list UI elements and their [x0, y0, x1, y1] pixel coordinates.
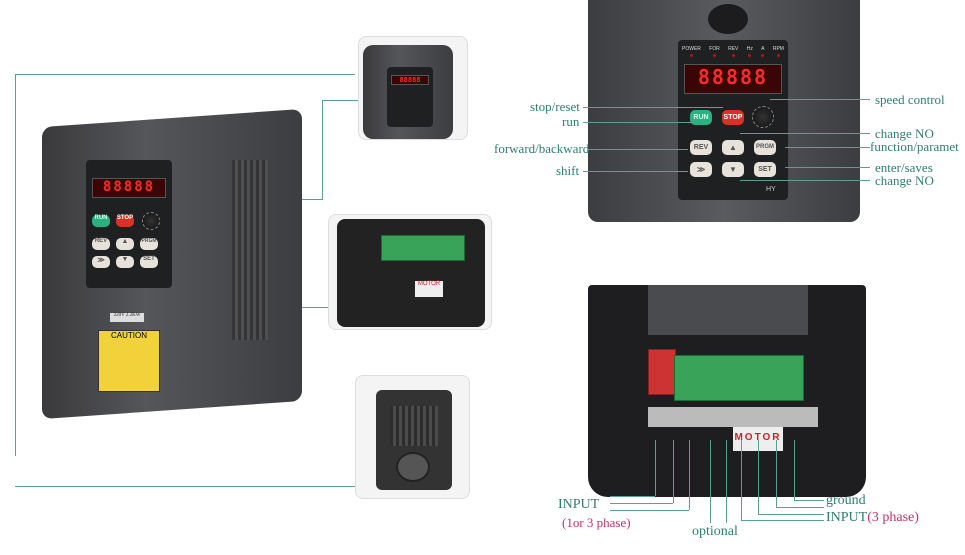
- connector-line: [583, 122, 693, 123]
- thumbnail-display: 88888: [391, 75, 429, 85]
- closeup-panel: POWER FOR REV Hz A RPM 88888 RUN STOP RE…: [678, 40, 788, 200]
- connector-line: [583, 171, 688, 172]
- relay: [648, 349, 676, 395]
- closeup-display: 88888: [684, 64, 782, 94]
- connector-line: [610, 503, 673, 504]
- callout-forward-backward: forward/backward: [494, 141, 590, 156]
- side-vents: [232, 160, 268, 340]
- terminal-closeup: MOTOR: [588, 285, 866, 497]
- indicator-hz: Hz: [747, 46, 753, 57]
- connector-line: [776, 507, 824, 508]
- connector-line: [785, 147, 870, 148]
- connector-line: [794, 440, 795, 500]
- rev-button[interactable]: REV: [92, 238, 110, 250]
- connector-line: [758, 514, 824, 515]
- bottom-vents: [390, 406, 438, 446]
- caution-label: CAUTION: [98, 330, 160, 392]
- closeup-prgm-button[interactable]: PRGM: [754, 140, 776, 155]
- callout-function-parameter: function/paramet: [870, 139, 959, 154]
- led-display: 88888: [92, 178, 166, 198]
- connector-line: [610, 510, 689, 511]
- connector-line: [15, 74, 355, 75]
- callout-run: run: [562, 114, 580, 129]
- thumbnail-panel: 88888: [387, 67, 433, 127]
- closeup-speed-knob[interactable]: [752, 106, 774, 128]
- connector-line: [770, 99, 870, 100]
- callout-ground: ground: [826, 493, 866, 508]
- power-terminal-block: [648, 407, 818, 427]
- indicator-power: POWER: [682, 46, 701, 57]
- callout-enter-saves: enter/saves: [875, 160, 933, 175]
- closeup-shift-button[interactable]: ≫: [690, 162, 712, 177]
- brand-label: HY: [766, 186, 776, 193]
- thumbnail-terminals: MOTOR: [328, 214, 492, 330]
- control-terminal-block: [674, 355, 804, 401]
- indicator-a: A: [761, 46, 765, 57]
- rating-label: 220V 2.2KW: [110, 313, 144, 322]
- thumbnail-bottom: [355, 375, 470, 499]
- callout-change-no-down: change NO: [875, 173, 934, 188]
- connector-line: [794, 500, 824, 501]
- indicator-rev: REV: [728, 46, 738, 57]
- connector-line: [610, 496, 655, 497]
- closeup-up-button[interactable]: ▲: [722, 140, 744, 155]
- connector-line: [588, 149, 688, 150]
- caution-text: CAUTION: [111, 331, 147, 340]
- callout-input-phase: (1or 3 phase): [562, 515, 631, 530]
- up-button[interactable]: ▲: [116, 238, 134, 250]
- closeup-down-button[interactable]: ▼: [722, 162, 744, 177]
- callout-input-3phase: INPUT(3 phase): [826, 510, 919, 526]
- callout-input: INPUT: [558, 497, 600, 512]
- callout-input3-text: INPUT: [826, 510, 868, 525]
- thumbnail-keypad: 88888: [358, 36, 468, 140]
- speed-knob[interactable]: [142, 212, 160, 230]
- connector-line: [726, 440, 727, 523]
- closeup-set-button[interactable]: SET: [754, 162, 776, 177]
- down-button[interactable]: ▼: [116, 256, 134, 268]
- motor-label: MOTOR: [415, 281, 443, 297]
- keypad-closeup: POWER FOR REV Hz A RPM 88888 RUN STOP RE…: [588, 0, 860, 222]
- callout-shift: shift: [556, 163, 580, 178]
- connector-line: [15, 74, 16, 456]
- connector-line: [740, 133, 870, 134]
- indicator-for: FOR: [709, 46, 720, 57]
- callout-optional: optional: [692, 524, 738, 539]
- connector-line: [776, 440, 777, 507]
- connector-line: [741, 440, 742, 520]
- connector-line: [741, 520, 824, 521]
- closeup-run-button[interactable]: RUN: [690, 110, 712, 125]
- callout-input3-phase: (3 phase): [867, 510, 919, 525]
- connector-line: [15, 486, 355, 487]
- callout-stop-reset: stop/reset: [530, 99, 580, 114]
- prgm-button[interactable]: PRGM: [140, 238, 158, 250]
- run-button[interactable]: RUN: [92, 215, 110, 227]
- control-terminal-block: [381, 235, 465, 261]
- connector-line: [322, 100, 323, 200]
- connector-line: [785, 167, 870, 168]
- set-button[interactable]: SET: [140, 256, 158, 268]
- closeup-stop-button[interactable]: STOP: [722, 110, 744, 125]
- keypad-panel: 88888 RUN STOP REV ▲ PRGM ≫ ▼ SET: [86, 160, 172, 288]
- keypad-bottom: [648, 285, 808, 335]
- shift-button[interactable]: ≫: [92, 256, 110, 268]
- connector-line: [322, 100, 358, 101]
- indicator-labels: POWER FOR REV Hz A RPM: [682, 46, 784, 57]
- fan-icon: [396, 452, 430, 482]
- connector-line: [655, 440, 656, 496]
- connector-line: [689, 440, 690, 510]
- closeup-rev-button[interactable]: REV: [690, 140, 712, 155]
- connector-line: [740, 180, 870, 181]
- connector-line: [583, 107, 723, 108]
- callout-speed-control: speed control: [875, 92, 945, 107]
- connector-line: [710, 440, 711, 523]
- callout-change-no-up: change NO: [875, 126, 934, 141]
- stop-button[interactable]: STOP: [116, 215, 134, 227]
- dial-recess: [708, 4, 748, 34]
- connector-line: [673, 440, 674, 503]
- connector-line: [758, 440, 759, 514]
- indicator-rpm: RPM: [773, 46, 784, 57]
